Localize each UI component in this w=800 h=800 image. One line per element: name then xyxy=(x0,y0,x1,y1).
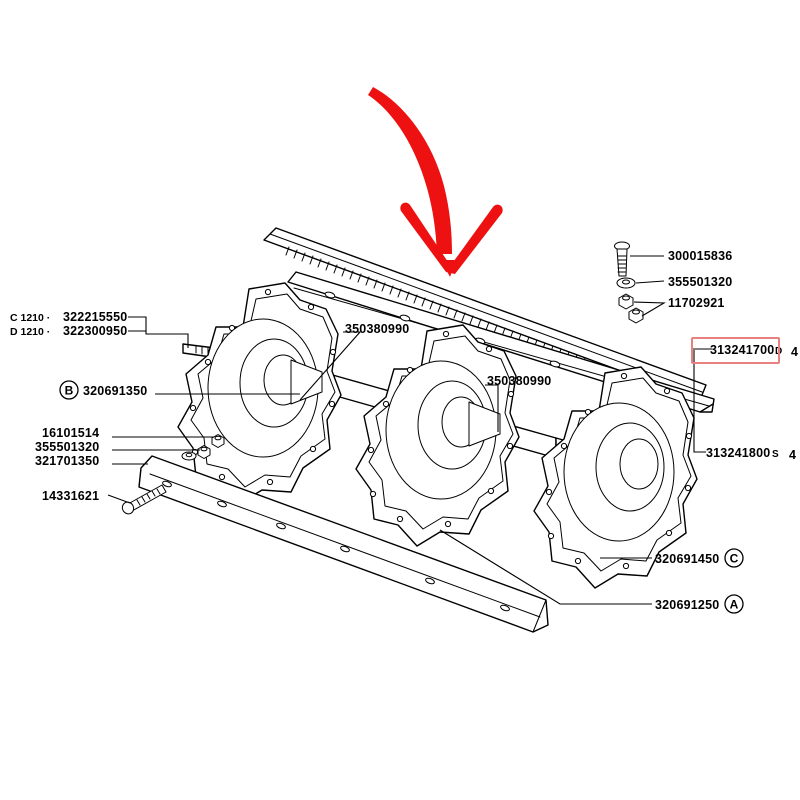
hardware-nut-11702921-b xyxy=(628,307,644,324)
label-321701350: 321701350 xyxy=(35,454,99,468)
label-group-center: 350380990 350380990 xyxy=(345,322,551,388)
label-group-left: B 320691350 16101514 355501320 321701350… xyxy=(35,380,147,503)
circle-marker-a xyxy=(724,594,744,614)
scraper-bolt-holes xyxy=(162,480,510,612)
label-group-top-right: 300015836 355501320 11702921 xyxy=(668,249,732,310)
circle-marker-c-letter: C xyxy=(730,552,739,566)
label-322215550: 322215550 xyxy=(63,310,127,324)
label-350380990-right: 350380990 xyxy=(487,374,551,388)
label-group-bottom-right: 320691450 C 320691250 A xyxy=(655,548,744,614)
label-d1210-prefix: D 1210 · xyxy=(10,326,50,338)
clipped-glyph-right-1: 4 xyxy=(791,345,798,359)
hardware-washer-355501320 xyxy=(616,277,636,289)
lower-scraper-bar xyxy=(138,455,549,633)
disc-assembly-3 xyxy=(533,366,698,589)
label-313241700: 313241700 xyxy=(710,343,774,357)
label-c1210-prefix: C 1210 · xyxy=(10,312,50,324)
label-313241800-suffix: S xyxy=(772,449,779,460)
label-16101514: 16101514 xyxy=(42,426,99,440)
disc-2-bolt-holes xyxy=(367,330,515,528)
label-313241800: 313241800 xyxy=(706,446,770,460)
disc-1-bolt-holes xyxy=(189,288,337,486)
highlight-box-313241700 xyxy=(691,337,780,364)
label-14331621: 14331621 xyxy=(42,489,99,503)
label-355501320-left: 355501320 xyxy=(35,440,99,454)
disc-assembly-2 xyxy=(355,324,520,547)
label-group-top-left: C 1210 · 322215550 D 1210 · 322300950 xyxy=(10,310,127,338)
hardware-washer-355501320-left xyxy=(181,451,197,461)
hardware-nut-11702921-a xyxy=(618,293,634,310)
label-320691350: 320691350 xyxy=(83,384,147,398)
circle-marker-b xyxy=(59,380,79,400)
label-320691250: 320691250 xyxy=(655,598,719,612)
label-355501320-right: 355501320 xyxy=(668,275,732,289)
label-11702921: 11702921 xyxy=(668,296,725,310)
leader-lines xyxy=(107,255,712,605)
hardware-nut-16101514 xyxy=(211,434,225,448)
circle-marker-a-letter: A xyxy=(730,598,739,612)
clipped-glyph-right-2: 4 xyxy=(789,448,796,462)
hardware-nut-16101514-b xyxy=(197,445,211,459)
hardware-bolt-300015836 xyxy=(614,241,630,277)
hardware-screw-14331621 xyxy=(121,484,167,515)
label-322300950: 322300950 xyxy=(63,324,127,338)
circle-marker-b-letter: B xyxy=(65,384,74,398)
circle-marker-c xyxy=(724,548,744,568)
label-group-right: 313241700 D 313241800 S 4 4 xyxy=(706,343,798,462)
label-320691450: 320691450 xyxy=(655,552,719,566)
red-annotation-arrow xyxy=(368,87,503,277)
label-300015836: 300015836 xyxy=(668,249,732,263)
label-350380990-left: 350380990 xyxy=(345,322,409,336)
disc-3-bolt-holes xyxy=(545,372,693,570)
